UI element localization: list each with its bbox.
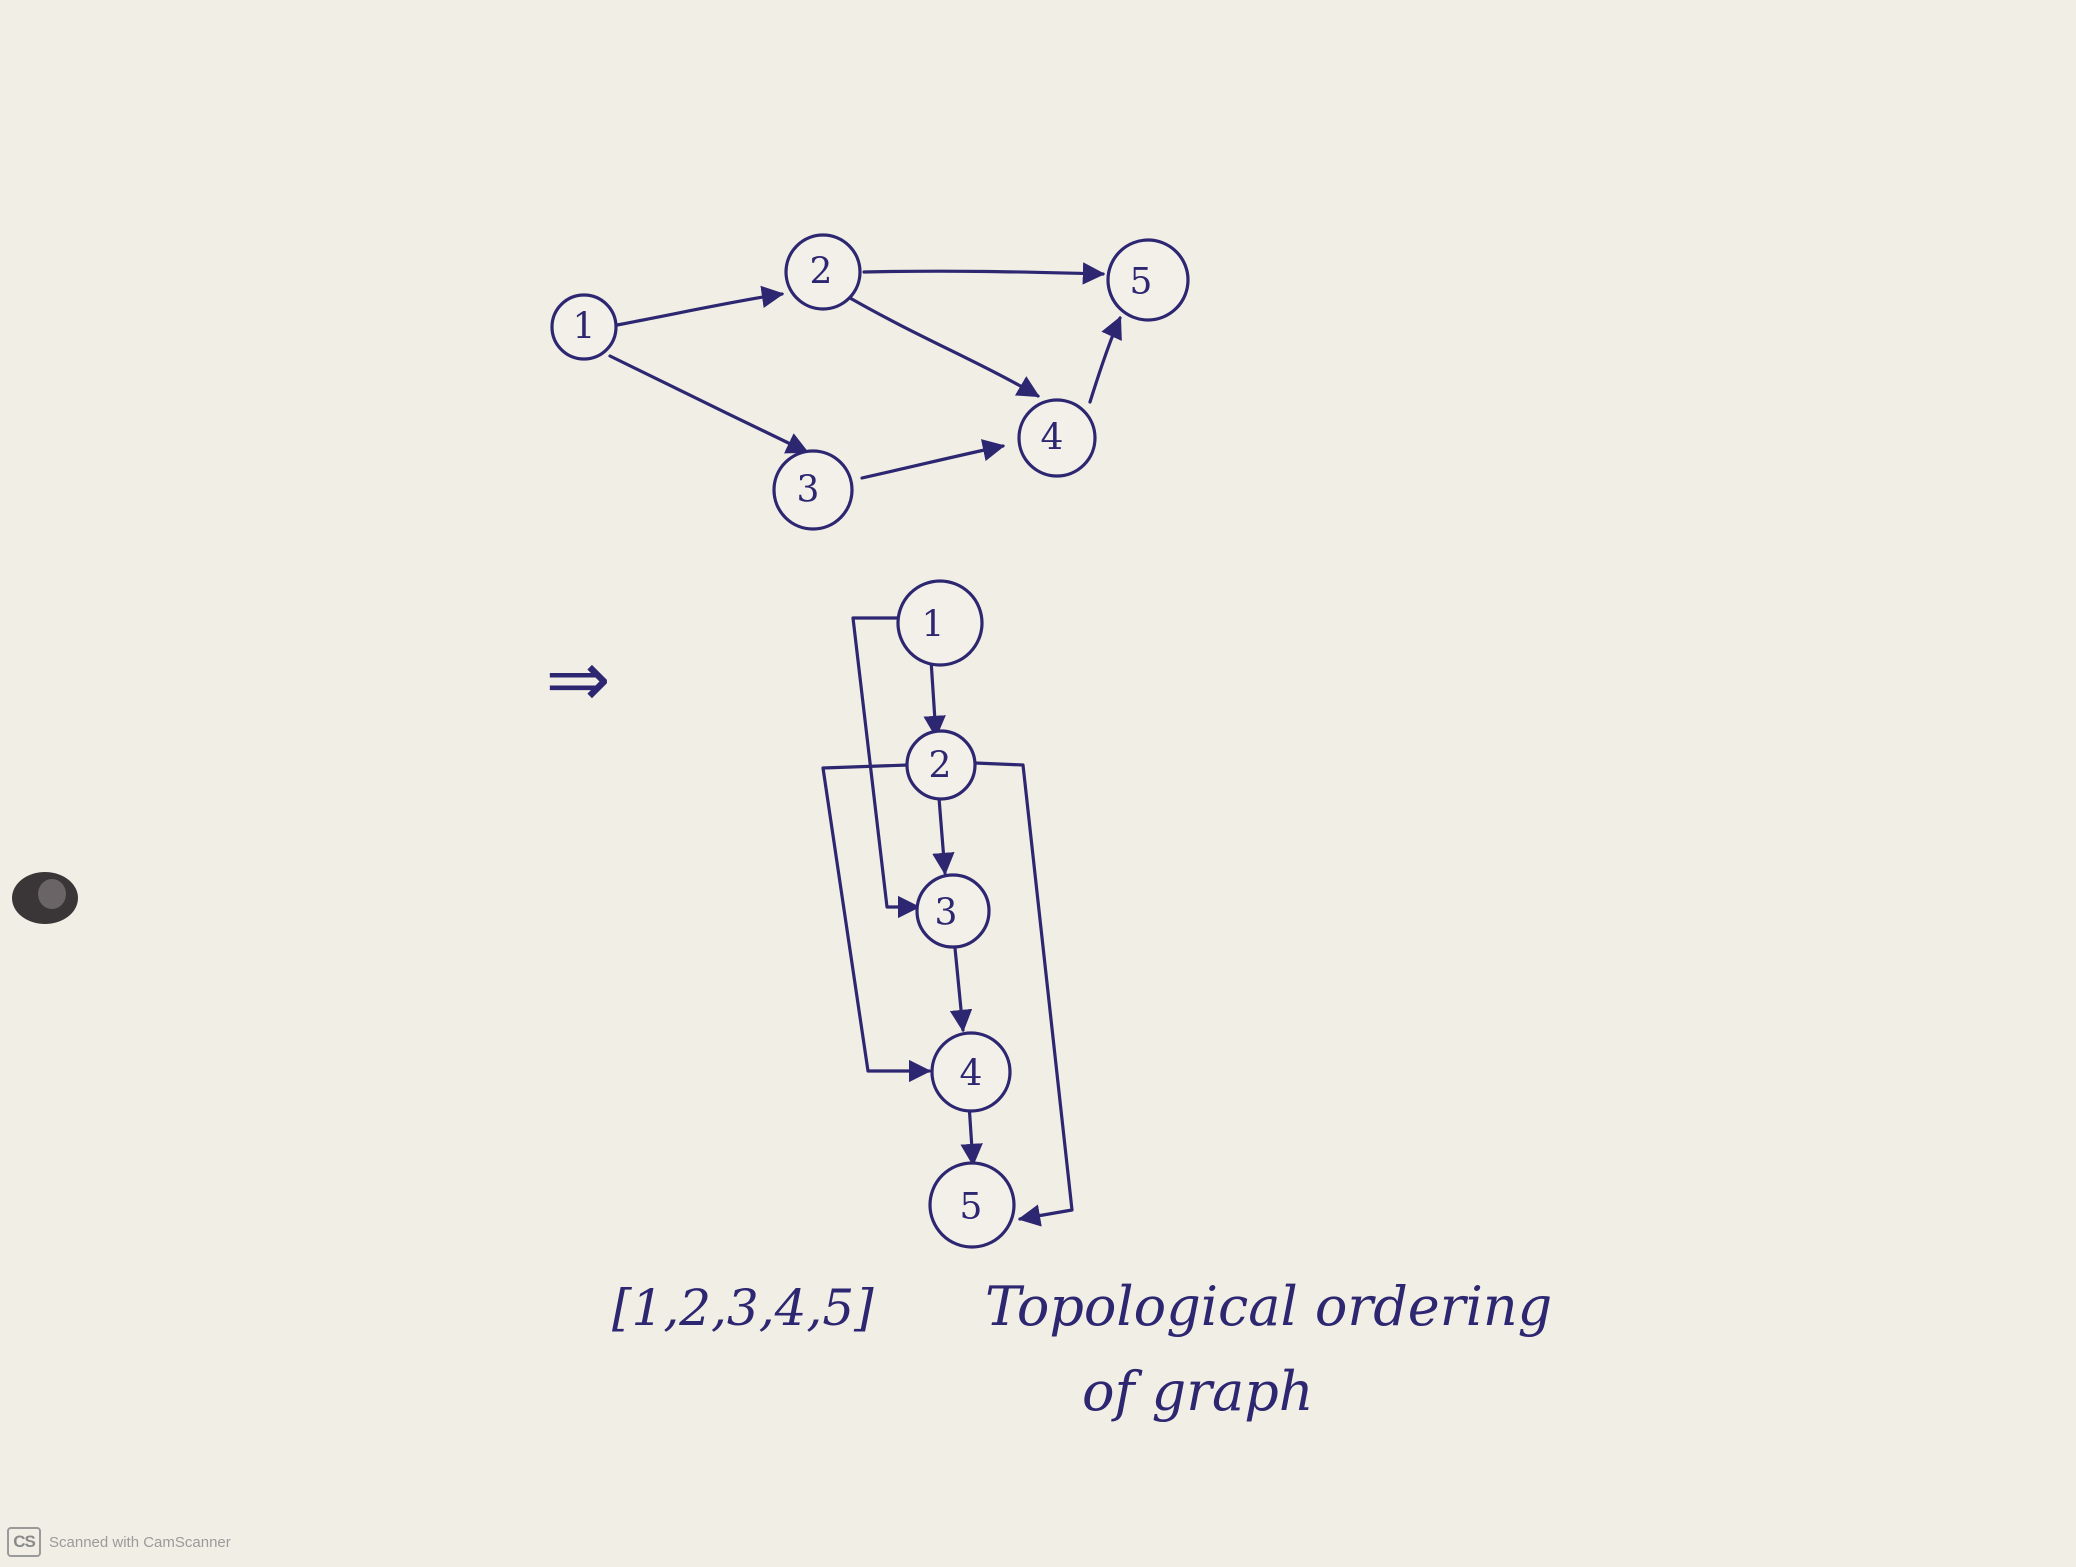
ordered-node-5-label: 5 bbox=[960, 1187, 983, 1228]
ordered-edge-4-5 bbox=[960, 1102, 983, 1167]
caption: [1,2,3,4,5] Topological ordering of grap… bbox=[612, 1275, 1552, 1423]
edge-1-3 bbox=[608, 354, 810, 454]
top-node-2-label: 2 bbox=[810, 252, 833, 293]
camscanner-watermark: CS Scanned with CamScanner bbox=[7, 1527, 231, 1557]
edge-4-5 bbox=[1088, 315, 1122, 404]
ordered-node-1: 1 bbox=[896, 579, 984, 667]
ordered-node-4-label: 4 bbox=[960, 1054, 983, 1095]
ordered-node-1-label: 1 bbox=[922, 605, 945, 646]
ordered-node-4: 4 bbox=[930, 1031, 1012, 1113]
top-node-3-label: 3 bbox=[797, 470, 820, 511]
ordering-list: [1,2,3,4,5] bbox=[612, 1279, 874, 1337]
ordered-edge-2-4 bbox=[821, 763, 932, 1083]
ordered-edge-2-5 bbox=[973, 761, 1074, 1227]
ordered-node-2: 2 bbox=[905, 729, 977, 801]
ordered-node-2-label: 2 bbox=[929, 746, 952, 787]
ordered-node-5: 5 bbox=[928, 1161, 1016, 1249]
camscanner-text: Scanned with CamScanner bbox=[49, 1533, 231, 1551]
implies-arrow: ⇒ bbox=[545, 635, 610, 725]
ordered-edge-2-3 bbox=[932, 796, 955, 876]
ordered-node-3: 3 bbox=[915, 873, 991, 949]
ordered-node-3-label: 3 bbox=[935, 893, 958, 934]
ordered-edge-1-2 bbox=[923, 658, 946, 739]
camscanner-logo: CS bbox=[7, 1527, 41, 1557]
top-node-3: 3 bbox=[772, 449, 854, 531]
edge-3-4 bbox=[860, 439, 1006, 480]
top-node-5: 5 bbox=[1106, 238, 1190, 322]
punch-hole bbox=[12, 872, 78, 924]
top-node-1: 1 bbox=[550, 293, 618, 361]
edge-2-4 bbox=[848, 296, 1040, 398]
top-node-5-label: 5 bbox=[1130, 262, 1153, 303]
edge-1-2 bbox=[615, 285, 785, 327]
top-node-4: 4 bbox=[1017, 398, 1097, 478]
ordered-graph: 1 2 3 4 5 bbox=[821, 579, 1074, 1249]
caption-line1: Topological ordering bbox=[985, 1275, 1552, 1338]
top-node-4-label: 4 bbox=[1041, 418, 1064, 459]
top-node-2: 2 bbox=[784, 233, 862, 311]
ordered-edge-3-4 bbox=[949, 946, 973, 1033]
top-node-1-label: 1 bbox=[573, 307, 596, 348]
ordered-edge-1-3 bbox=[851, 616, 921, 919]
caption-line2: of graph bbox=[1082, 1360, 1314, 1423]
top-graph: 1 2 3 4 5 bbox=[550, 233, 1190, 531]
edge-2-5 bbox=[862, 262, 1106, 285]
